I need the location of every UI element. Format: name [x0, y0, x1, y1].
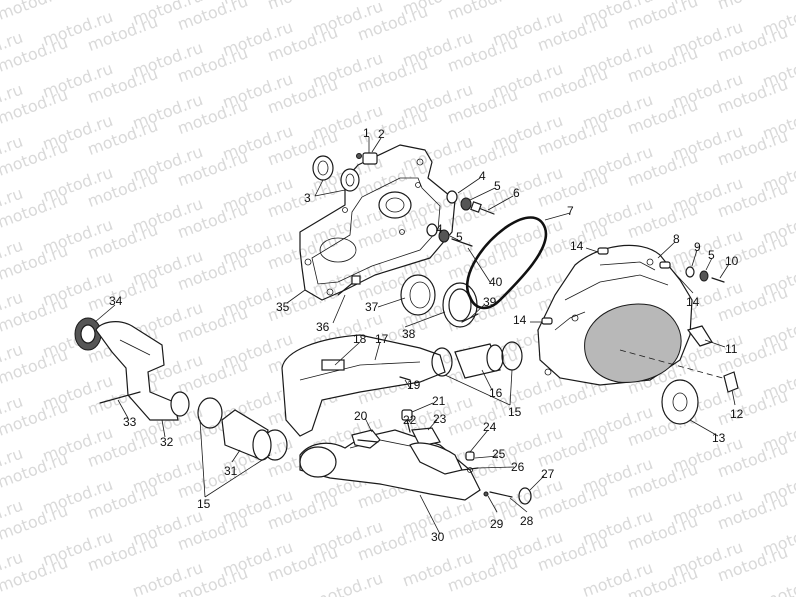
washer-23 [411, 427, 441, 447]
ring-27 [518, 487, 532, 505]
callout-label: 1 [363, 126, 370, 140]
callout-label: 24 [483, 420, 497, 434]
seal-34 [74, 317, 102, 351]
callout-label: 27 [541, 467, 555, 481]
callout-label: 32 [160, 435, 174, 449]
bracket-11 [686, 325, 713, 347]
washer-9 [685, 266, 695, 278]
callout-label: 37 [365, 300, 379, 314]
bolt-22 [406, 419, 411, 433]
washer-5-right [699, 270, 709, 282]
drive-belt [465, 216, 548, 310]
clamp-15-a [197, 397, 223, 429]
part-25 [465, 451, 475, 461]
mounting-bracket [351, 409, 532, 505]
callout-label: 7 [567, 204, 574, 218]
callout-label: 14 [570, 239, 584, 253]
intake-duct-17 [281, 334, 446, 437]
watermark-text: motod.ru [445, 0, 520, 24]
screw-19 [399, 376, 411, 381]
callout-label: 4 [436, 222, 443, 236]
callout-labels: 1 2 3 4 5 6 7 8 9 5 10 14 4 5 40 35 36 3… [109, 126, 744, 544]
clip-24 [409, 442, 463, 475]
pin-14-right [659, 261, 671, 269]
watermark-text: motod.ru [0, 0, 70, 24]
clamp-15-c [431, 347, 453, 377]
callout-label: 25 [492, 447, 506, 461]
inner-cover-plate [299, 144, 456, 301]
drawing: 1 2 3 4 5 6 7 8 9 5 10 14 4 5 40 35 36 3… [74, 126, 744, 544]
nut-29 [483, 491, 489, 497]
callout-label: 23 [433, 412, 447, 426]
callout-label: 6 [513, 186, 520, 200]
callout-label: 39 [483, 295, 497, 309]
sleeve-16 [454, 343, 504, 379]
watermark-text: motod.ru [265, 0, 340, 13]
upper-fasteners [446, 190, 495, 215]
callout-label: 21 [432, 394, 446, 408]
outer-cover [537, 244, 731, 386]
screw-28 [489, 491, 513, 498]
callout-label: 38 [402, 327, 416, 341]
bracket-18 [321, 359, 345, 371]
callout-label: 31 [224, 464, 238, 478]
plate-12 [723, 371, 739, 393]
part-26 [461, 467, 479, 471]
callout-label: 30 [431, 530, 445, 544]
callout-label: 34 [109, 294, 123, 308]
callout-label: 22 [403, 413, 417, 427]
callout-label: 36 [316, 320, 330, 334]
watermark-text: motod.ru [535, 0, 610, 3]
bolt-36-head [351, 275, 361, 285]
callout-label: 15 [197, 497, 211, 511]
callout-label: 3 [304, 191, 311, 205]
callout-label: 2 [378, 127, 385, 141]
callout-label: 5 [494, 179, 501, 193]
callout-label: 8 [673, 232, 680, 246]
bolt-10 [711, 277, 725, 283]
seal-38 [442, 282, 478, 328]
callout-label: 28 [520, 514, 534, 528]
callout-label: 16 [489, 386, 503, 400]
air-duct-32 [95, 321, 190, 421]
callout-label: 4 [479, 169, 486, 183]
sleeve-31 [221, 409, 272, 461]
watermark-text: motod.ru [310, 568, 385, 597]
pin-14-upper [597, 247, 609, 255]
callout-label: 18 [353, 332, 367, 346]
callout-label: 35 [276, 300, 290, 314]
callout-label: 10 [725, 254, 739, 268]
callout-label: 5 [708, 248, 715, 262]
leader-lines [94, 137, 736, 535]
watermark-text: motod.ru [85, 0, 160, 3]
watermark-text: motod.ru [760, 568, 796, 597]
lower-fasteners [426, 223, 473, 247]
callout-label: 26 [511, 460, 525, 474]
seal-pair [312, 155, 360, 192]
callout-label: 12 [730, 407, 744, 421]
callout-label: 13 [712, 431, 726, 445]
screw-33 [99, 391, 141, 404]
bearing-37 [400, 274, 436, 316]
callout-label: 11 [725, 342, 738, 356]
callout-label: 19 [407, 378, 421, 392]
pin-14-middle [541, 317, 553, 325]
watermark-text: motod.ru [715, 0, 790, 13]
callout-label: 9 [694, 240, 701, 254]
callout-label: 14 [513, 313, 527, 327]
callout-label: 29 [490, 517, 504, 531]
callout-label: 40 [489, 275, 503, 289]
disc-13 [661, 379, 699, 425]
callout-label: 33 [123, 415, 137, 429]
callout-label: 14 [686, 295, 700, 309]
callout-label: 15 [508, 405, 522, 419]
callout-label: 17 [375, 332, 389, 346]
callout-label: 20 [354, 409, 368, 423]
bushing [356, 152, 378, 165]
callout-label: 5 [456, 230, 463, 244]
